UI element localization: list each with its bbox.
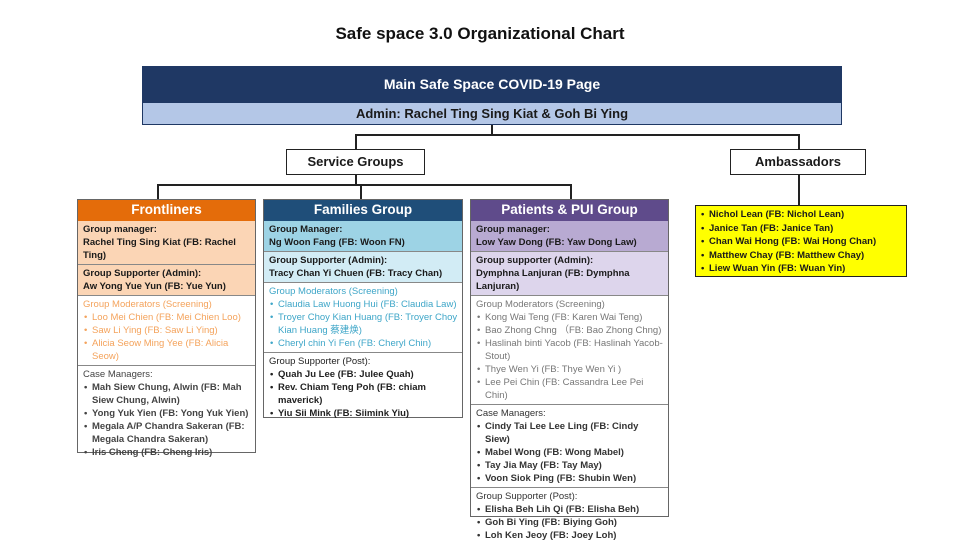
list-item: Kong Wai Teng (FB: Karen Wai Teng) xyxy=(476,311,665,324)
list-item: Elisha Beh Lih Qi (FB: Elisha Beh) xyxy=(476,503,665,516)
list-item: Alicia Seow Ming Yee (FB: Alicia Seow) xyxy=(83,337,252,363)
supporter-name: Dymphna Lanjuran (FB: Dymphna Lanjuran) xyxy=(476,268,630,292)
frontliners-supporter-section: Group Supporter (Admin): Aw Yong Yue Yun… xyxy=(78,264,255,295)
supporter-label: Group Supporter (Admin): xyxy=(83,268,202,279)
frontliners-moderators-section: Group Moderators (Screening) Loo Mei Chi… xyxy=(78,295,255,365)
list-item: Cindy Tai Lee Lee Ling (FB: Cindy Siew) xyxy=(476,420,665,446)
connector-admin-down xyxy=(491,125,493,135)
list-item: Mabel Wong (FB: Wong Mabel) xyxy=(476,446,665,459)
supporter-label: Group supporter (Admin): xyxy=(476,255,594,266)
list-item: Liew Wuan Yin (FB: Wuan Yin) xyxy=(700,262,902,276)
case-managers-label: Case Managers: xyxy=(83,369,153,380)
list-item: Megala A/P Chandra Sakeran (FB: Megala C… xyxy=(83,420,252,446)
chart-title: Safe space 3.0 Organizational Chart xyxy=(335,24,625,43)
list-item: Yong Yuk Yien (FB: Yong Yuk Yien) xyxy=(83,407,252,420)
connector-top-horizontal xyxy=(355,134,799,136)
list-item: Nichol Lean (FB: Nichol Lean) xyxy=(700,208,902,222)
families-manager-section: Group Manager: Ng Woon Fang (FB: Woon FN… xyxy=(264,220,462,251)
patients-moderators-section: Group Moderators (Screening) Kong Wai Te… xyxy=(471,295,668,404)
connector-families xyxy=(360,184,362,199)
manager-name: Rachel Ting Sing Kiat (FB: Rachel Ting) xyxy=(83,237,236,261)
connector-patients xyxy=(570,184,572,199)
list-item: Saw Li Ying (FB: Saw Li Ying) xyxy=(83,324,252,337)
ambassadors-list: Nichol Lean (FB: Nichol Lean) Janice Tan… xyxy=(695,205,907,277)
ambassadors-box: Ambassadors xyxy=(730,149,866,175)
manager-label: Group manager: xyxy=(83,224,157,235)
list-item: Goh Bi Ying (FB: Biying Goh) xyxy=(476,516,665,529)
list-item: Matthew Chay (FB: Matthew Chay) xyxy=(700,249,902,263)
admin-box: Admin: Rachel Ting Sing Kiat & Goh Bi Yi… xyxy=(142,102,842,125)
manager-name: Low Yaw Dong (FB: Yaw Dong Law) xyxy=(476,237,637,248)
list-item: Loh Ken Jeoy (FB: Joey Loh) xyxy=(476,529,665,542)
families-moderators-section: Group Moderators (Screening) Claudia Law… xyxy=(264,282,462,352)
moderators-label: Group Moderators (Screening) xyxy=(476,299,605,310)
moderators-label: Group Moderators (Screening) xyxy=(83,299,212,310)
supporter-label: Group Supporter (Admin): xyxy=(269,255,388,266)
list-item: Loo Mei Chien (FB: Mei Chien Loo) xyxy=(83,311,252,324)
post-supporter-label: Group Supporter (Post): xyxy=(269,356,371,367)
list-item: Rev. Chiam Teng Poh (FB: chiam maverick) xyxy=(269,381,459,407)
patients-supporter-section: Group supporter (Admin): Dymphna Lanjura… xyxy=(471,251,668,295)
list-item: Voon Siok Ping (FB: Shubin Wen) xyxy=(476,472,665,485)
families-post-supporter-section: Group Supporter (Post): Quah Ju Lee (FB:… xyxy=(264,352,462,422)
list-item: Tay Jia May (FB: Tay May) xyxy=(476,459,665,472)
frontliners-manager-section: Group manager: Rachel Ting Sing Kiat (FB… xyxy=(78,220,255,264)
main-page-box: Main Safe Space COVID-19 Page xyxy=(142,66,842,102)
frontliners-column: Frontliners Group manager: Rachel Ting S… xyxy=(77,199,256,459)
patients-column: Patients & PUI Group Group manager: Low … xyxy=(470,199,669,542)
frontliners-header: Frontliners xyxy=(78,200,255,220)
list-item: Quah Ju Lee (FB: Julee Quah) xyxy=(269,368,459,381)
list-item: Thye Wen Yi (FB: Thye Wen Yi ) xyxy=(476,363,665,376)
list-item: Chan Wai Hong (FB: Wai Hong Chan) xyxy=(700,235,902,249)
list-item: Janice Tan (FB: Janice Tan) xyxy=(700,222,902,236)
case-managers-label: Case Managers: xyxy=(476,408,546,419)
families-header: Families Group xyxy=(264,200,462,220)
manager-label: Group Manager: xyxy=(269,224,343,235)
families-supporter-section: Group Supporter (Admin): Tracy Chan Yi C… xyxy=(264,251,462,282)
connector-frontliners xyxy=(157,184,159,199)
manager-label: Group manager: xyxy=(476,224,550,235)
moderators-label: Group Moderators (Screening) xyxy=(269,286,398,297)
list-item: Bao Zhong Chng （FB: Bao Zhong Chng) xyxy=(476,324,665,337)
list-item: Haslinah binti Yacob (FB: Haslinah Yacob… xyxy=(476,337,665,363)
patients-manager-section: Group manager: Low Yaw Dong (FB: Yaw Don… xyxy=(471,220,668,251)
manager-name: Ng Woon Fang (FB: Woon FN) xyxy=(269,237,405,248)
supporter-name: Tracy Chan Yi Chuen (FB: Tracy Chan) xyxy=(269,268,443,279)
patients-header: Patients & PUI Group xyxy=(471,200,668,220)
patients-case-managers-section: Case Managers: Cindy Tai Lee Lee Ling (F… xyxy=(471,404,668,487)
post-supporter-label: Group Supporter (Post): xyxy=(476,491,578,502)
supporter-name: Aw Yong Yue Yun (FB: Yue Yun) xyxy=(83,281,226,292)
service-groups-box: Service Groups xyxy=(286,149,425,175)
list-item: Lee Pei Chin (FB: Cassandra Lee Pei Chin… xyxy=(476,376,665,402)
patients-post-supporter-section: Group Supporter (Post): Elisha Beh Lih Q… xyxy=(471,487,668,544)
list-item: Cheryl chin Yi Fen (FB: Cheryl Chin) xyxy=(269,337,459,350)
connector-groups-horizontal xyxy=(157,184,572,186)
list-item: Yiu Sii Mink (FB: Siimink Yiu) xyxy=(269,407,459,420)
connector-service-down xyxy=(355,175,357,185)
families-column: Families Group Group Manager: Ng Woon Fa… xyxy=(263,199,463,420)
frontliners-case-managers-section: Case Managers: Mah Siew Chung, Alwin (FB… xyxy=(78,365,255,461)
list-item: Troyer Choy Kian Huang (FB: Troyer Choy … xyxy=(269,311,459,337)
connector-service-up xyxy=(355,134,357,149)
list-item: Iris Cheng (FB: Cheng Iris) xyxy=(83,446,252,459)
connector-ambassadors-up xyxy=(798,134,800,149)
list-item: Mah Siew Chung, Alwin (FB: Mah Siew Chun… xyxy=(83,381,252,407)
connector-ambassadors-down xyxy=(798,175,800,205)
list-item: Claudia Law Huong Hui (FB: Claudia Law) xyxy=(269,298,459,311)
